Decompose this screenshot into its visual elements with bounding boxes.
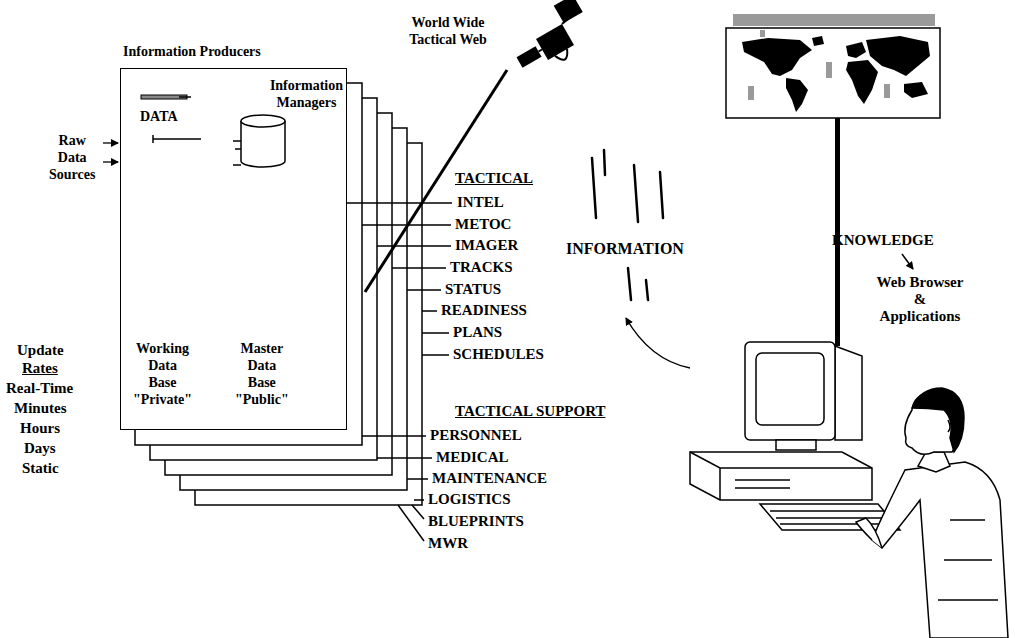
leader-lines bbox=[347, 203, 452, 541]
data-tag: DATA bbox=[140, 108, 178, 125]
database-label: Working Data Base "Private" bbox=[133, 340, 192, 408]
information-streaks bbox=[592, 150, 663, 300]
category-item: STATUS bbox=[445, 281, 501, 298]
category-item: SCHEDULES bbox=[453, 346, 544, 363]
rate-item: Real-Time bbox=[6, 380, 73, 397]
flow-label: INFORMATION bbox=[566, 240, 684, 257]
group-heading: Information Producers bbox=[123, 43, 261, 60]
knowledge-arrow bbox=[902, 254, 913, 269]
category-item: MWR bbox=[428, 535, 468, 552]
category-item: IMAGER bbox=[455, 237, 518, 254]
category-item: METOC bbox=[455, 216, 511, 233]
client-label: Web Browser & Applications bbox=[874, 274, 966, 325]
database-manager: Information Managers bbox=[239, 77, 343, 169]
category-item: INTEL bbox=[457, 194, 504, 211]
rate-item: Minutes bbox=[14, 400, 67, 417]
rate-item: Static bbox=[22, 460, 59, 477]
category-item: PLANS bbox=[453, 324, 502, 341]
feedback-arrow bbox=[626, 318, 690, 368]
category-item: PERSONNEL bbox=[430, 427, 522, 444]
workstation bbox=[690, 342, 900, 530]
source-label: Raw Data Sources bbox=[49, 132, 95, 183]
rate-heading: Update bbox=[17, 342, 64, 359]
rate-item: Hours bbox=[20, 420, 60, 437]
input-arrows bbox=[103, 143, 118, 162]
map-display bbox=[726, 14, 940, 346]
rate-heading: Rates bbox=[22, 360, 58, 377]
operator bbox=[856, 388, 1008, 638]
category-item: TRACKS bbox=[450, 259, 513, 276]
satellite bbox=[365, 0, 599, 292]
category-item: READINESS bbox=[441, 302, 527, 319]
database-label: Master Data Base "Public" bbox=[235, 340, 289, 408]
category-item: MAINTENANCE bbox=[432, 470, 547, 487]
database-cylinder bbox=[231, 113, 291, 169]
node-label: Information Managers bbox=[270, 77, 343, 111]
network-name: World Wide Tactical Web bbox=[398, 14, 498, 48]
category-item: LOGISTICS bbox=[428, 491, 511, 508]
category-item: MEDICAL bbox=[436, 449, 509, 466]
flow-label: KNOWLEDGE bbox=[832, 232, 934, 249]
category-heading: TACTICAL bbox=[455, 170, 533, 187]
category-heading: TACTICAL SUPPORT bbox=[455, 403, 605, 420]
category-item: BLUEPRINTS bbox=[428, 513, 524, 530]
rate-item: Days bbox=[24, 440, 56, 457]
